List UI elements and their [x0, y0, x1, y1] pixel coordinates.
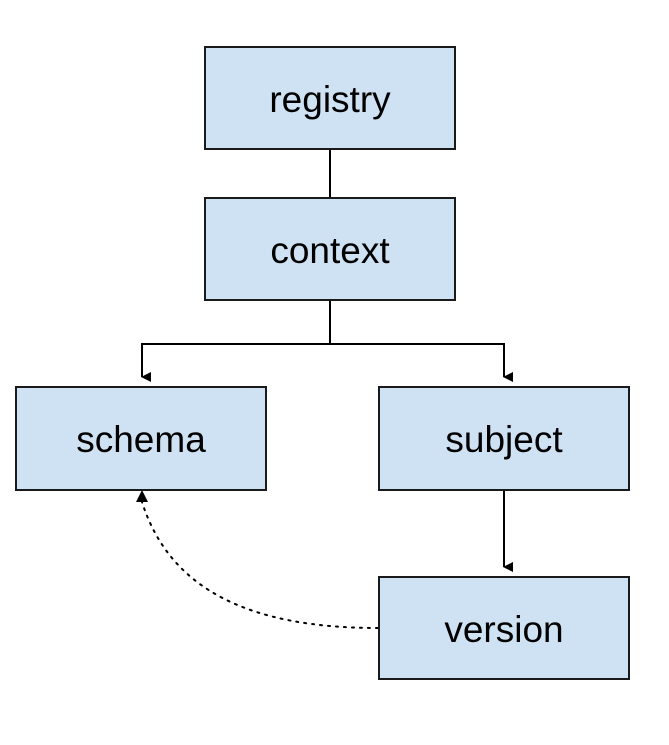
node-schema-box: [15, 386, 267, 491]
node-registry-label: registry: [269, 79, 391, 120]
node-context-label: context: [270, 230, 390, 271]
edge-context-subject: [330, 343, 513, 382]
node-version[interactable]: version: [378, 576, 630, 680]
edge-version-schema-arrowhead: [136, 490, 148, 502]
node-version-label: version: [444, 609, 563, 650]
edge-version-schema-dotted: [141, 501, 379, 629]
node-registry-box: [204, 46, 456, 150]
node-schema[interactable]: schema: [15, 386, 267, 491]
node-registry[interactable]: registry: [204, 46, 456, 150]
node-subject-label: subject: [445, 419, 563, 460]
node-version-box: [378, 576, 630, 680]
node-context-box: [204, 197, 456, 301]
node-subject-box: [378, 386, 630, 491]
node-subject[interactable]: subject: [378, 386, 630, 491]
node-schema-label: schema: [76, 419, 206, 460]
edges: [136, 149, 513, 629]
node-context[interactable]: context: [204, 197, 456, 301]
edge-context-schema: [141, 343, 330, 382]
